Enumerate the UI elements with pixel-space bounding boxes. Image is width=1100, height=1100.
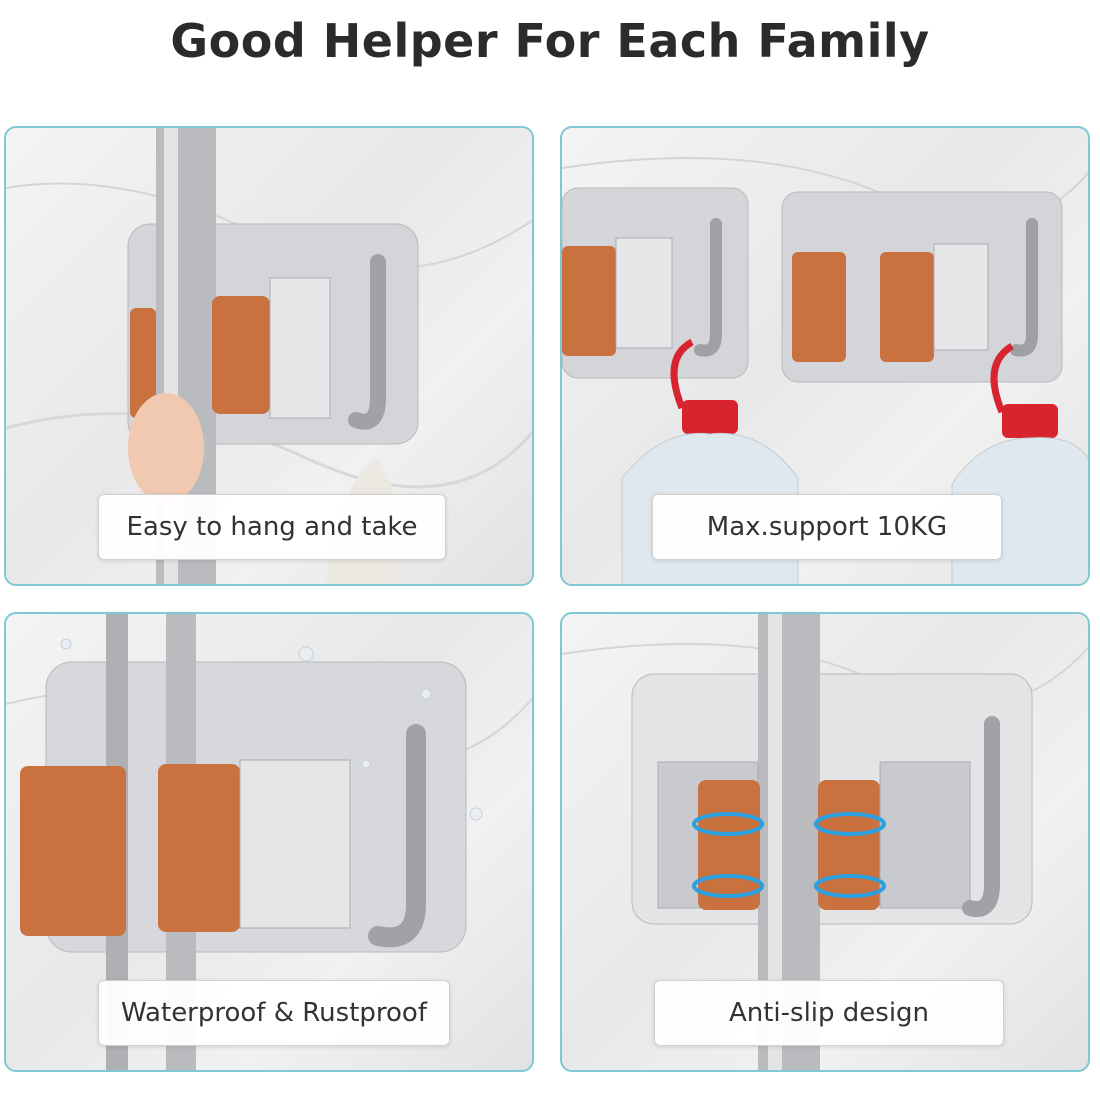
caption-anti-slip: Anti-slip design (654, 980, 1004, 1046)
page-title: Good Helper For Each Family (170, 14, 930, 68)
feature-panel-max-support: Max.support 10KG (560, 126, 1090, 586)
feature-panel-waterproof: Waterproof & Rustproof (4, 612, 534, 1072)
caption-waterproof: Waterproof & Rustproof (98, 980, 450, 1046)
wet-holder-photo (6, 614, 532, 1070)
caption-max-support: Max.support 10KG (652, 494, 1002, 560)
mop-holder-photo (6, 128, 532, 584)
feature-panel-easy-hang: Easy to hang and take (4, 126, 534, 586)
caption-easy-hang: Easy to hang and take (98, 494, 446, 560)
feature-panel-anti-slip: Anti-slip design (560, 612, 1090, 1072)
